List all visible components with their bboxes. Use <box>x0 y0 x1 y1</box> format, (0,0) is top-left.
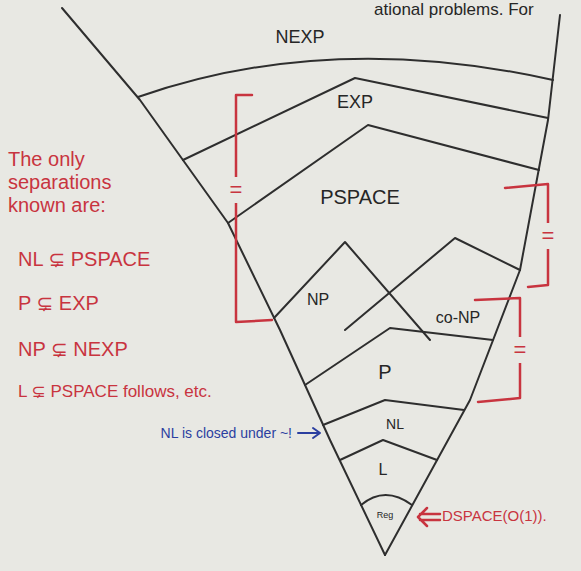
note-text: NL is closed under ~! <box>161 425 292 441</box>
class-boundary <box>305 328 493 385</box>
complexity-class-region: EXP PSPACE NP P NL L Reg co-NP <box>120 70 560 558</box>
complexity-class-region: co-NP <box>300 228 528 555</box>
class-name: Reg <box>377 511 394 521</box>
complexity-class-region: Reg <box>352 488 415 545</box>
heading-fragment: ational problems. For <box>372 0 536 20</box>
bracket <box>505 184 548 287</box>
label-slot: = <box>540 223 557 248</box>
separation-result: L ⊊ PSPACE follows, etc. <box>18 382 212 402</box>
cone-edge <box>62 8 385 555</box>
class-name: L <box>379 461 388 479</box>
class-boundary <box>340 440 437 460</box>
complexity-class-region: L Reg <box>335 435 450 550</box>
label-slot: The only separations known are: <box>8 148 126 217</box>
bracket <box>475 298 520 402</box>
separation-result: NL ⊊ PSPACE <box>18 248 150 271</box>
cone-edge <box>385 15 560 555</box>
complexity-class-region: PSPACE NP P NL L Reg co-NP <box>170 115 552 556</box>
class-name: EXP <box>337 93 373 113</box>
class-boundary <box>138 59 553 97</box>
bracket <box>236 95 272 322</box>
pointer-arrow <box>298 428 320 438</box>
separation-result: P ⊊ EXP <box>18 292 99 315</box>
open-question-mark: = <box>228 177 245 202</box>
class-name: NP <box>307 291 329 309</box>
label-slot: NL ⊊ PSPACE <box>18 248 150 271</box>
note-text: DSPACE(O(1)). <box>442 507 547 524</box>
label-slot: = <box>228 177 245 202</box>
class-name: NL <box>386 417 404 432</box>
label-slot: = <box>512 337 529 362</box>
label-slot: DSPACE(O(1)). <box>442 507 547 524</box>
class-boundary <box>323 400 464 425</box>
class-boundary <box>361 495 412 505</box>
label-slot: ational problems. For <box>372 0 536 20</box>
note-text: The only separations known are: <box>8 148 126 217</box>
open-question-mark: = <box>512 337 529 362</box>
class-name: PSPACE <box>320 186 400 208</box>
open-question-mark: = <box>540 223 557 248</box>
complexity-class-region: NL L Reg <box>318 395 475 552</box>
separation-result: NP ⊊ NEXP <box>18 338 128 361</box>
complexity-class-region: NP P NL L Reg <box>250 232 510 555</box>
class-boundary <box>183 78 548 160</box>
class-boundary <box>345 238 520 330</box>
label-slot: L ⊊ PSPACE follows, etc. <box>18 382 212 402</box>
pointer-arrow <box>418 508 440 526</box>
class-name: co-NP <box>436 309 480 327</box>
class-name: NEXP <box>275 28 324 48</box>
complexity-class-region: P NL L Reg <box>285 322 505 553</box>
class-boundary <box>228 125 539 223</box>
label-slot: NL is closed under ~! <box>161 425 292 441</box>
label-slot: P ⊊ EXP <box>18 292 99 315</box>
label-slot: NP ⊊ NEXP <box>18 338 128 361</box>
complexity-class-region: NEXP EXP PSPACE NP P NL L Reg co-NP <box>60 20 565 560</box>
class-name: P <box>378 361 391 383</box>
